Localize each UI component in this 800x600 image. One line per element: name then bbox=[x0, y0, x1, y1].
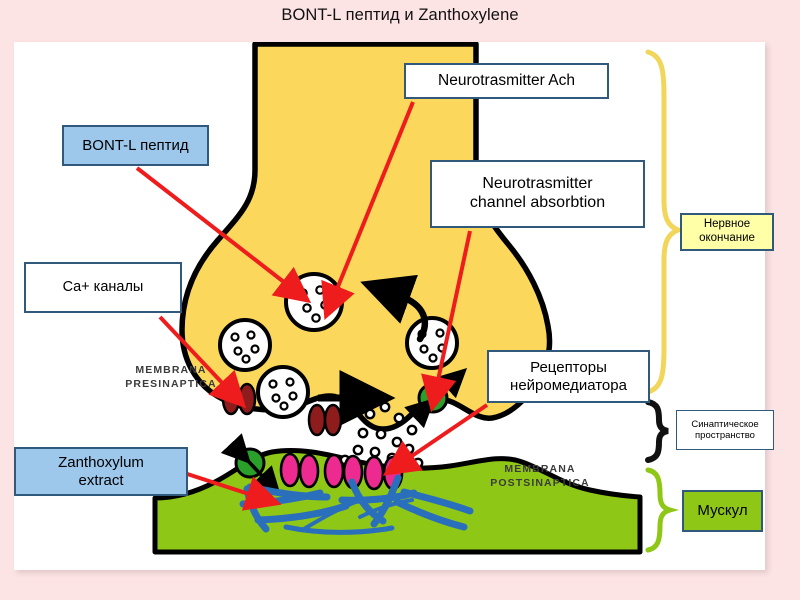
membrane-line-1: MEMBRANA bbox=[504, 463, 576, 475]
callout-label: Ca+ каналы bbox=[62, 278, 144, 295]
callout-ca-channels[interactable]: Ca+ каналы bbox=[24, 262, 182, 313]
callout-label: Zanthoxylum extract bbox=[58, 454, 144, 489]
callout-neurotransmitter-ach[interactable]: Neurotrasmitter Ach bbox=[404, 63, 609, 99]
region-line-2: пространство bbox=[695, 430, 755, 441]
region-label-nerve-ending[interactable]: Нервное окончание bbox=[680, 213, 774, 251]
callout-line-2: extract bbox=[78, 471, 124, 489]
callout-label: Neurotrasmitter Ach bbox=[438, 71, 575, 89]
region-label-text: Синаптическое пространство bbox=[691, 419, 758, 441]
membrane-presynaptic-label: MEMBRANA PRESINAPTICA bbox=[108, 363, 234, 391]
callout-line-2: channel absorbtion bbox=[469, 194, 606, 211]
membrane-line-1: MEMBRANA bbox=[135, 364, 207, 376]
region-line-2: окончание bbox=[699, 232, 755, 244]
callout-bont-l-peptide[interactable]: BONT-L пептид bbox=[62, 125, 209, 166]
callout-line-2: нейромедиатора bbox=[510, 376, 627, 394]
membrane-line-2: POSTSINAPTICA bbox=[490, 477, 590, 490]
region-label-muscle[interactable]: Мускул bbox=[682, 490, 763, 532]
callout-label: BONT-L пептид bbox=[82, 136, 189, 154]
region-label-text: Нервное окончание bbox=[699, 218, 755, 245]
membrane-postsynaptic-label: MEMBRANA POSTSINAPTICA bbox=[470, 462, 610, 490]
region-line-1: Нервное bbox=[703, 218, 751, 231]
callout-line-1: Рецепторы bbox=[530, 358, 607, 376]
callout-neuromediator-receptors[interactable]: Рецепторы нейромедиатора bbox=[487, 350, 650, 403]
region-line-1: Синаптическое bbox=[691, 418, 759, 430]
region-label-synaptic-cleft[interactable]: Синаптическое пространство bbox=[676, 410, 774, 450]
membrane-line-2: PRESINAPTICA bbox=[125, 378, 217, 391]
region-label-text: Мускул bbox=[697, 502, 748, 520]
callout-line-1: Neurotrasmitter bbox=[482, 175, 593, 193]
callout-zanthoxylum-extract[interactable]: Zanthoxylum extract bbox=[14, 447, 188, 496]
callout-label: Neurotrasmitter channel absorbtion bbox=[470, 175, 605, 213]
page-title: BONT-L пептид и Zanthoxylene bbox=[281, 6, 519, 24]
callout-neurotransmitter-channel-absorbtion[interactable]: Neurotrasmitter channel absorbtion bbox=[430, 160, 645, 228]
callout-line-1: Zanthoxylum bbox=[58, 453, 144, 471]
callout-label: Рецепторы нейромедиатора bbox=[510, 359, 627, 394]
